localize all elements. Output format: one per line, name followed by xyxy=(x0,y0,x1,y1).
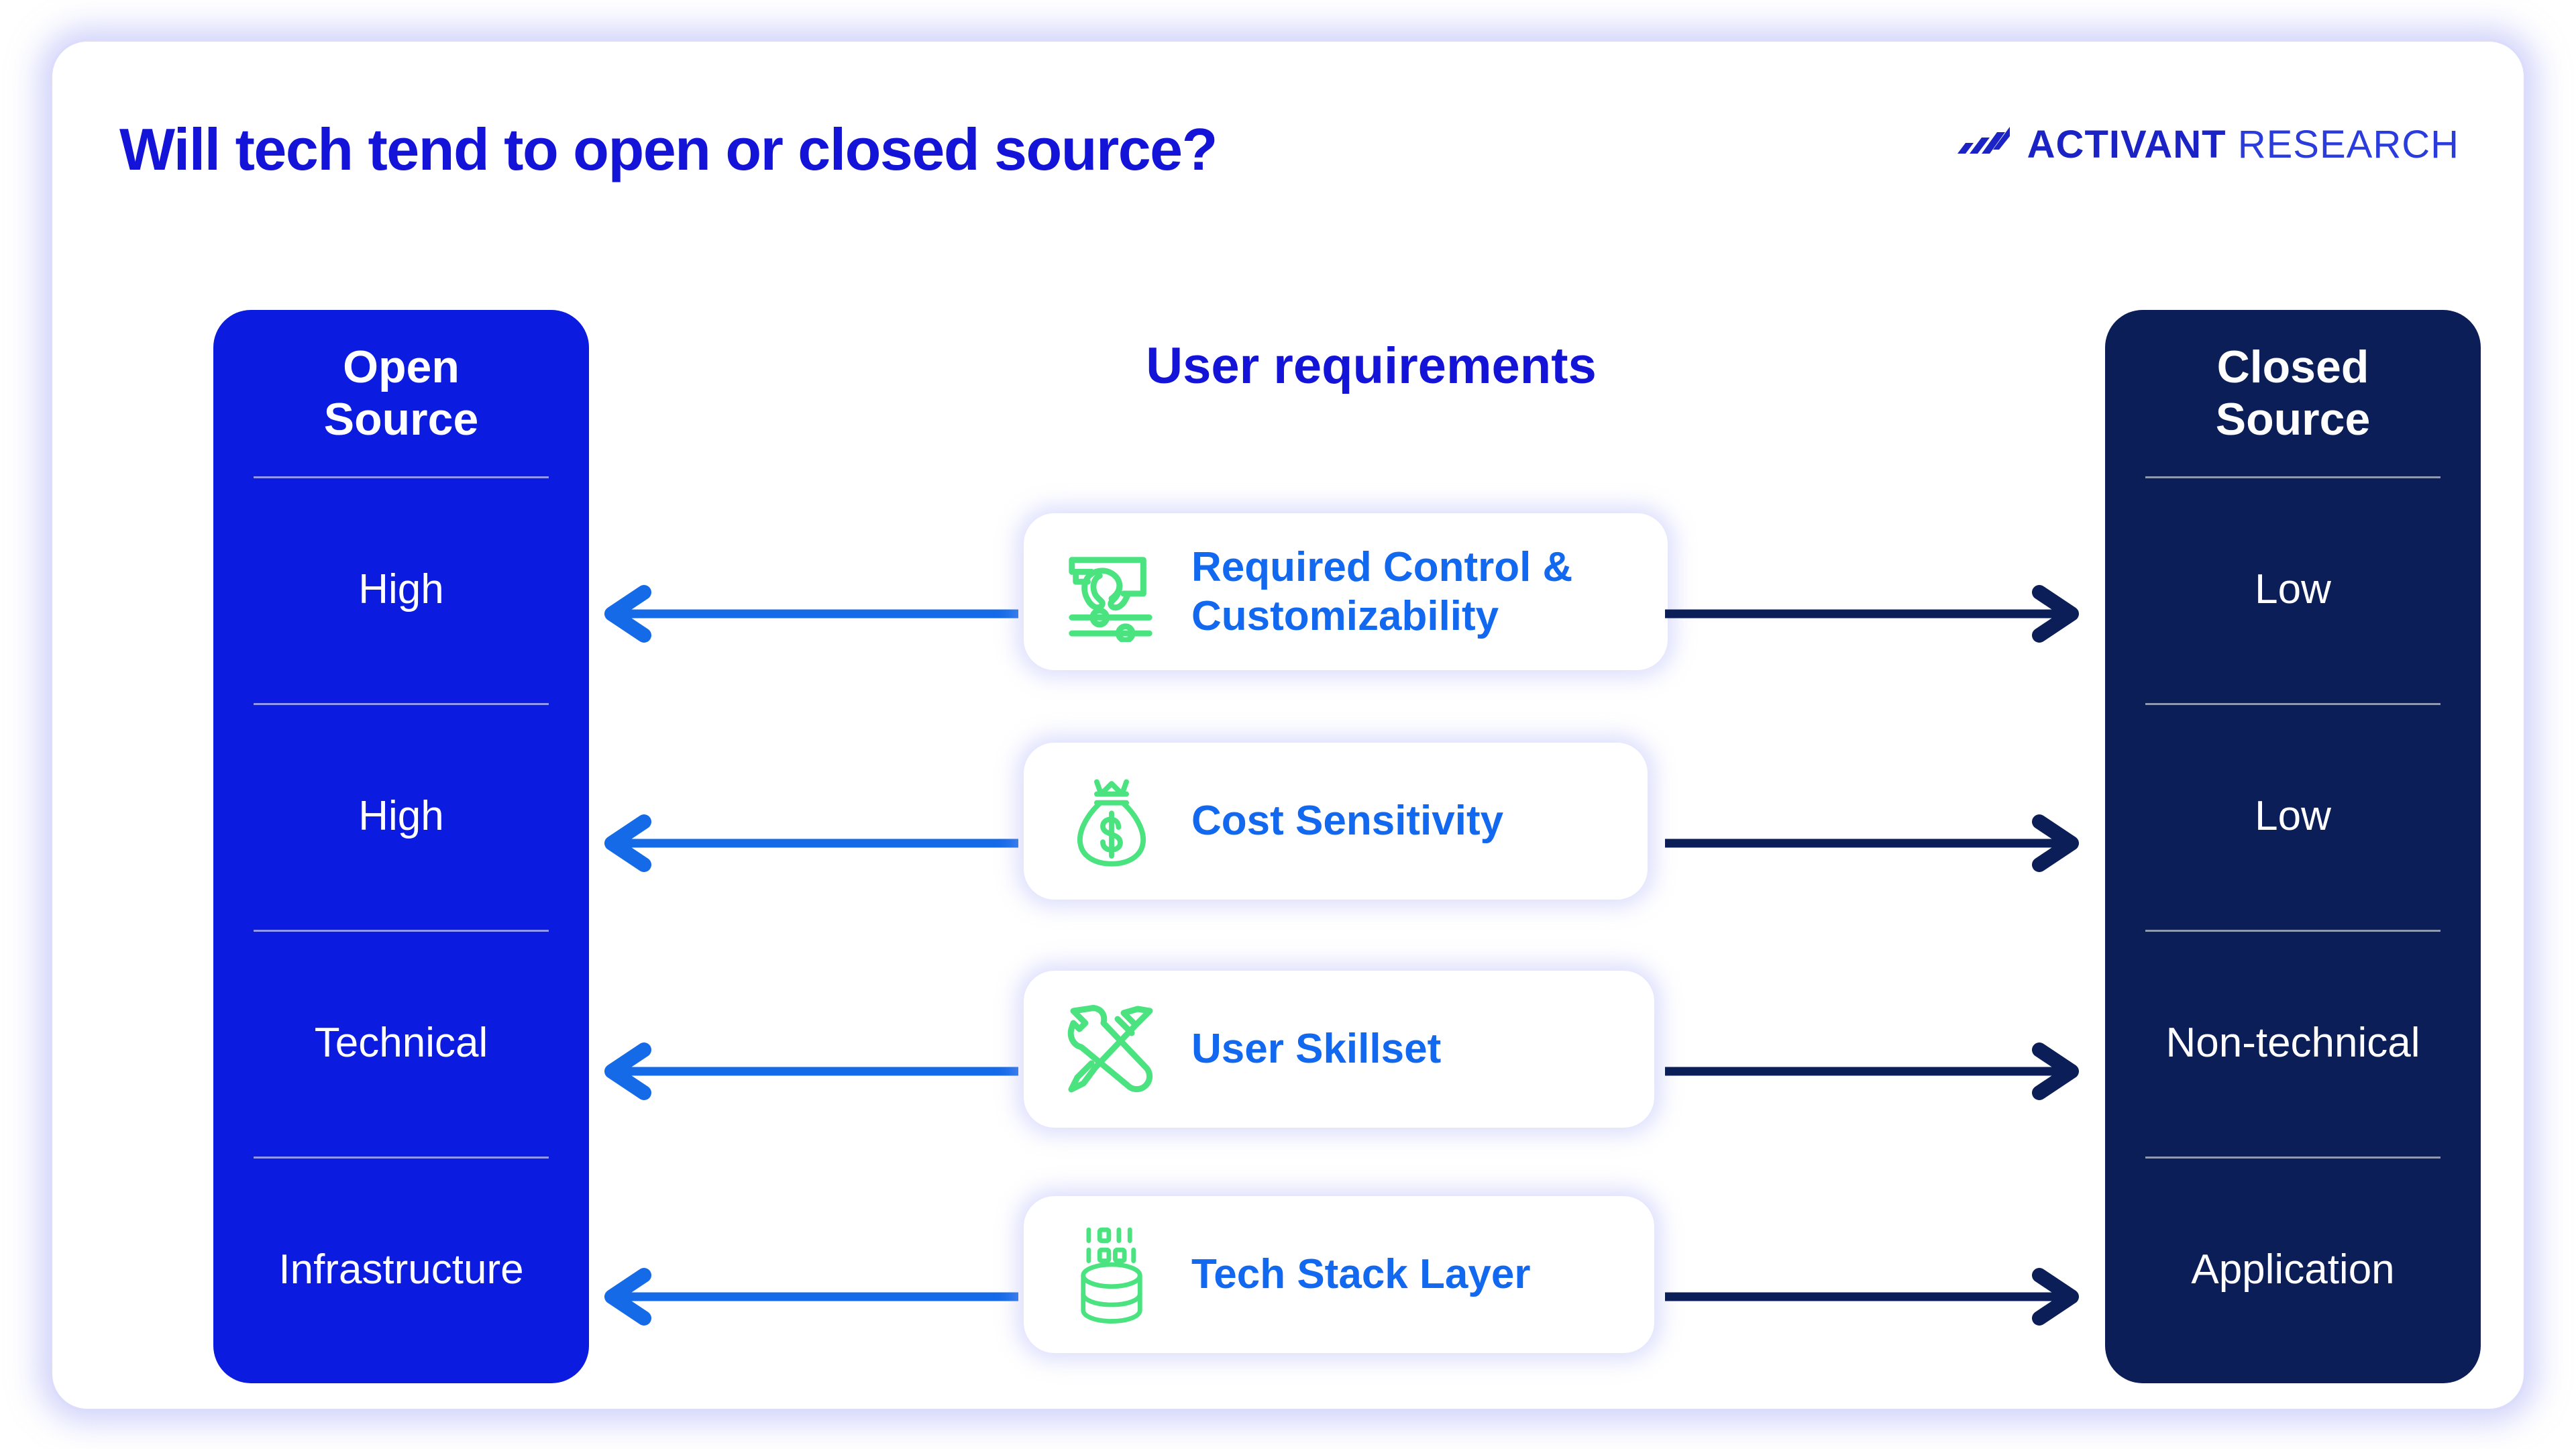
middle-column-title: User requirements xyxy=(1146,337,1597,394)
closed-source-heading-line2: Source xyxy=(2215,394,2371,445)
open-source-column: Open Source High High Technical Infrastr… xyxy=(213,310,589,1383)
arrow-right-to-closed-source-icon xyxy=(1665,814,2094,872)
row-separator xyxy=(254,476,549,478)
wrench-screwdriver-crossed-icon xyxy=(1061,999,1162,1099)
requirement-label: Cost Sensitivity xyxy=(1191,798,1504,845)
arrow-right-to-closed-source-icon xyxy=(1665,1268,2094,1326)
row-separator xyxy=(2145,930,2440,932)
closed-source-row: Application xyxy=(2105,1157,2481,1383)
closed-source-row: Low xyxy=(2105,703,2481,930)
requirement-label: Tech Stack Layer xyxy=(1191,1251,1531,1298)
closed-source-value: Application xyxy=(2191,1246,2395,1293)
open-source-row: High xyxy=(213,476,589,703)
logo-light-word-text: RESEARCH xyxy=(2237,123,2459,166)
requirement-card[interactable]: Tech Stack Layer xyxy=(1024,1196,1654,1353)
requirement-row: Required Control & Customizability xyxy=(562,504,2118,679)
requirement-label: User Skillset xyxy=(1191,1026,1442,1073)
arrow-right-to-closed-source-icon xyxy=(1665,585,2094,643)
logo-light-word xyxy=(2226,123,2238,166)
open-source-value: High xyxy=(358,793,444,840)
open-source-row: Infrastructure xyxy=(213,1157,589,1383)
requirement-row: Cost Sensitivity xyxy=(562,734,2118,908)
closed-source-value: Non-technical xyxy=(2165,1020,2420,1067)
requirement-label: Required Control & Customizability xyxy=(1191,543,1572,641)
closed-source-heading: Closed Source xyxy=(2105,310,2481,476)
hand-sliders-control-icon xyxy=(1061,541,1162,642)
closed-source-rows: Low Low Non-technical Application xyxy=(2105,476,2481,1383)
open-source-heading-line1: Open xyxy=(343,341,460,392)
open-source-value: Infrastructure xyxy=(278,1246,524,1293)
open-source-rows: High High Technical Infrastructure xyxy=(213,476,589,1383)
database-binary-stack-icon xyxy=(1061,1224,1162,1325)
closed-source-row: Non-technical xyxy=(2105,930,2481,1157)
page-title: Will tech tend to open or closed source? xyxy=(119,116,1218,182)
closed-source-value: Low xyxy=(2255,793,2331,840)
open-source-row: Technical xyxy=(213,930,589,1157)
requirement-card[interactable]: User Skillset xyxy=(1024,971,1654,1128)
closed-source-column: Closed Source Low Low Non-technical Appl… xyxy=(2105,310,2481,1383)
row-separator xyxy=(254,930,549,932)
logo-bold-word: ACTIVANT xyxy=(2027,123,2226,166)
open-source-value: Technical xyxy=(314,1020,488,1067)
arrow-left-to-open-source-icon xyxy=(589,1268,1018,1326)
diagram-frame: Will tech tend to open or closed source?… xyxy=(52,42,2524,1409)
activant-research-logo: ACTIVANT RESEARCH xyxy=(1957,122,2459,167)
requirement-label-line2: Customizability xyxy=(1191,593,1499,639)
row-separator xyxy=(254,1157,549,1159)
activant-slashes-mark-icon xyxy=(1957,123,2010,166)
requirement-card[interactable]: Cost Sensitivity xyxy=(1024,743,1648,900)
row-separator xyxy=(2145,703,2440,705)
requirement-row: User Skillset xyxy=(562,962,2118,1136)
logo-wordmark: ACTIVANT RESEARCH xyxy=(2027,122,2459,167)
requirement-card[interactable]: Required Control & Customizability xyxy=(1024,513,1668,670)
arrow-left-to-open-source-icon xyxy=(589,814,1018,872)
row-separator xyxy=(2145,476,2440,478)
arrow-left-to-open-source-icon xyxy=(589,585,1018,643)
requirement-row: Tech Stack Layer xyxy=(562,1187,2118,1362)
open-source-heading-line2: Source xyxy=(323,394,479,445)
money-bag-dollar-icon xyxy=(1061,771,1162,871)
requirement-label-line1: Required Control & xyxy=(1191,543,1573,590)
arrow-left-to-open-source-icon xyxy=(589,1042,1018,1100)
closed-source-row: Low xyxy=(2105,476,2481,703)
open-source-row: High xyxy=(213,703,589,930)
open-source-heading: Open Source xyxy=(213,310,589,476)
arrow-right-to-closed-source-icon xyxy=(1665,1042,2094,1100)
closed-source-value: Low xyxy=(2255,566,2331,613)
row-separator xyxy=(2145,1157,2440,1159)
closed-source-heading-line1: Closed xyxy=(2216,341,2369,392)
row-separator xyxy=(254,703,549,705)
open-source-value: High xyxy=(358,566,444,613)
